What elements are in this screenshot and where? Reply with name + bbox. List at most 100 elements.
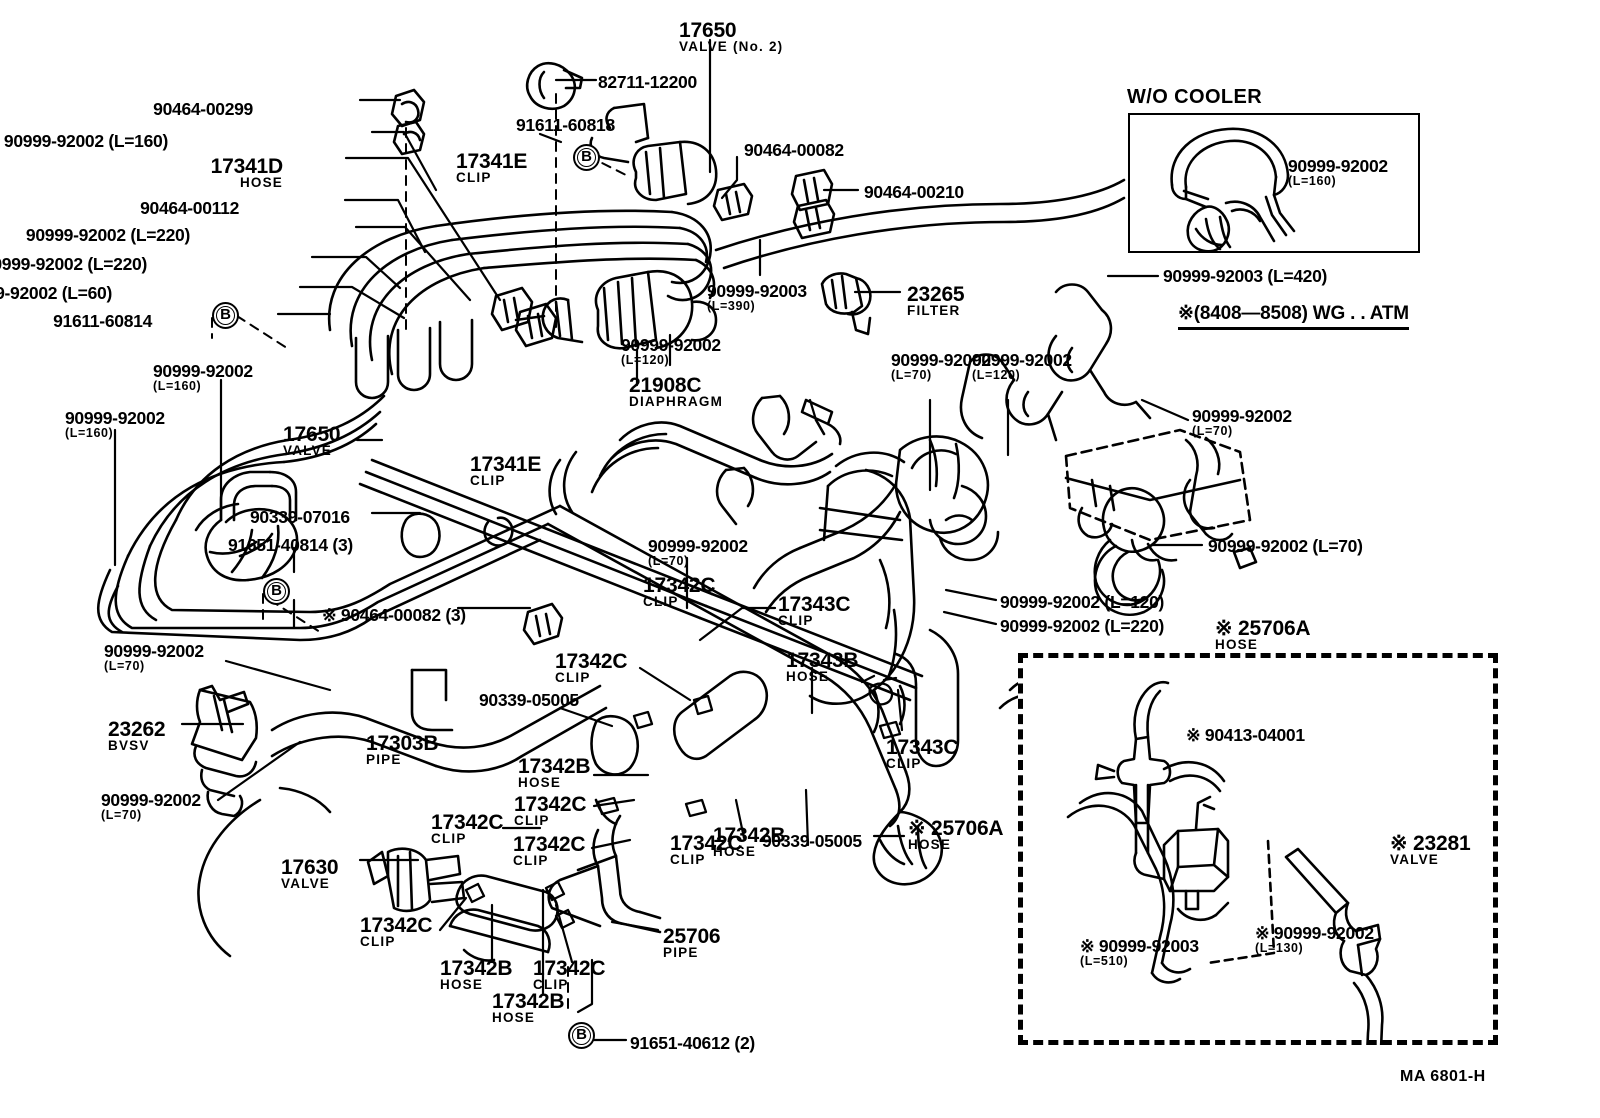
part-82711-12200 bbox=[525, 61, 584, 110]
part-label-l06: 90999-92002 (L=220) bbox=[0, 255, 147, 274]
part-number: 90999-92002 (L=120) bbox=[1000, 592, 1165, 612]
part-description: CLIP bbox=[470, 473, 506, 489]
part-label-l63: ※ 90999-92003(L=510) bbox=[1080, 937, 1199, 968]
part-description: (L=160) bbox=[153, 378, 202, 393]
part-description: (L=70) bbox=[104, 658, 145, 673]
part-label-l18: 90999-92002(L=120) bbox=[621, 336, 721, 367]
part-label-l28: 91651-40814 (3) bbox=[228, 536, 353, 555]
part-description: CLIP bbox=[456, 170, 492, 186]
part-number: 90464-00112 bbox=[140, 198, 239, 218]
part-label-l59: 91651-40612 (2) bbox=[630, 1033, 755, 1053]
part-description: HOSE bbox=[713, 844, 757, 860]
part-description: PIPE bbox=[366, 752, 402, 768]
ref-circle-letter: B bbox=[581, 148, 592, 165]
ref-circle-letter: B bbox=[220, 306, 231, 323]
part-label-l25: 90999-92002(L=160) bbox=[65, 409, 165, 440]
part-number: 90999-92002 bbox=[101, 790, 201, 810]
part-number: 17342C bbox=[533, 957, 606, 980]
part-description: CLIP bbox=[670, 852, 706, 868]
part-23262-bvsv bbox=[190, 684, 259, 818]
part-number: 90339-05005 bbox=[479, 690, 579, 710]
part-number: 90999-92002 (L=220) bbox=[1000, 616, 1165, 636]
part-number: 23265 bbox=[907, 283, 965, 306]
part-description: (L=510) bbox=[1080, 953, 1129, 968]
part-description: CLIP bbox=[513, 853, 549, 869]
part-label-l22: 90999-92002 (L=70) bbox=[1208, 536, 1363, 556]
ref-circle-b1: B bbox=[573, 144, 600, 171]
part-number: 21908C bbox=[629, 374, 702, 397]
part-label-l15: 90999-92003(L=390) bbox=[707, 282, 807, 313]
part-number: 17343C bbox=[778, 593, 851, 616]
part-number: ※ 25706A bbox=[1215, 617, 1311, 640]
ref-circle-b4: B bbox=[568, 1022, 595, 1049]
part-label-l19: 90999-92002(L=70) bbox=[891, 351, 991, 382]
part-label-l37: 90999-92002 (L=220) bbox=[1000, 616, 1165, 636]
part-description: (L=70) bbox=[1192, 423, 1233, 438]
part-description: HOSE bbox=[1215, 637, 1259, 653]
wo-cooler-artwork bbox=[1170, 127, 1296, 253]
part-description: CLIP bbox=[514, 813, 550, 829]
part-number: 17650 bbox=[283, 423, 341, 446]
part-description: CLIP bbox=[360, 934, 396, 950]
part-number: 17342B bbox=[440, 957, 513, 980]
part-number: 17650 bbox=[679, 19, 737, 42]
part-label-l04: 90464-00112 bbox=[140, 198, 239, 218]
part-number: 17343B bbox=[786, 649, 859, 672]
part-description: HOSE bbox=[492, 1010, 536, 1026]
part-description: VALVE bbox=[281, 876, 331, 892]
part-description: VALVE bbox=[1390, 852, 1440, 868]
part-label-l01: 90464-00299 bbox=[153, 100, 253, 119]
part-label-l07: ※ 90999-92002 (L=60) bbox=[0, 284, 112, 303]
part-number: 17342B bbox=[492, 990, 565, 1013]
left-sweep-hoses bbox=[126, 394, 386, 558]
part-description: (L=70) bbox=[101, 807, 142, 822]
part-number: 90464-00210 bbox=[864, 182, 964, 202]
part-number: 17342C bbox=[670, 832, 743, 855]
part-label-l60: 90999-92002(L=160) bbox=[1288, 157, 1388, 188]
wo-cooler-title: W/O COOLER bbox=[1127, 86, 1263, 108]
part-label-l36: 90999-92002 (L=120) bbox=[1000, 592, 1165, 612]
part-number: 91651-40612 (2) bbox=[630, 1033, 755, 1053]
part-description: FILTER bbox=[907, 303, 961, 319]
part-description: HOSE bbox=[518, 775, 562, 791]
part-description: CLIP bbox=[555, 670, 591, 686]
part-number: 90999-92002 (L=220) bbox=[25, 225, 190, 245]
part-number: 90999-92002 bbox=[104, 641, 204, 661]
sheet-number: MA 6801-H bbox=[1400, 1068, 1486, 1085]
part-number: 90339-07016 bbox=[250, 507, 350, 527]
part-number: 90999-92003 (L=420) bbox=[1163, 266, 1328, 286]
part-number: 90999-92002 bbox=[648, 536, 748, 556]
part-description: CLIP bbox=[643, 594, 679, 610]
part-description: HOSE bbox=[786, 669, 830, 685]
part-label-l30: ※ 90464-00082 (3) bbox=[322, 606, 466, 625]
part-number: 90999-92002 (L=70) bbox=[1208, 536, 1363, 556]
part-description: HOSE bbox=[908, 837, 952, 853]
part-number: ※ 23281 bbox=[1390, 832, 1471, 855]
part-number: 17342B bbox=[518, 755, 591, 778]
wo-cooler-inset-box bbox=[1128, 113, 1420, 253]
connector-nipples bbox=[354, 318, 474, 400]
part-number: 17630 bbox=[281, 856, 339, 879]
part-description: DIAPHRAGM bbox=[629, 394, 724, 410]
part-number: 17342C bbox=[514, 793, 587, 816]
part-number: 82711-12200 bbox=[598, 72, 697, 92]
ref-circle-b3: B bbox=[263, 578, 290, 605]
part-label-l64: ※ 90999-92002(L=130) bbox=[1255, 923, 1374, 955]
part-description: HOSE bbox=[239, 175, 283, 191]
part-label-l39: 90999-92002(L=70) bbox=[104, 641, 204, 673]
part-number: ※ 25706A bbox=[908, 817, 1004, 840]
part-number: ※ 90999-92002 bbox=[1255, 923, 1374, 943]
